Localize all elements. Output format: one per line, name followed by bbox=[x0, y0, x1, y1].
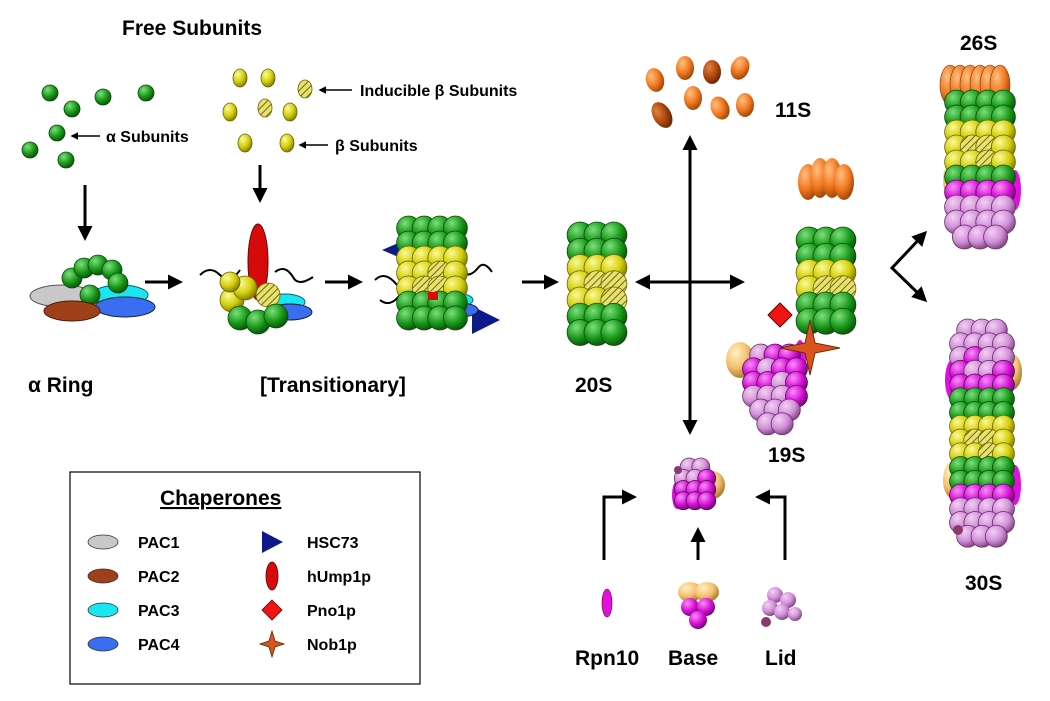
arrow-rpn10 bbox=[602, 489, 637, 560]
26s-proteasome bbox=[939, 64, 1021, 250]
legend-tall-ellipse-icon bbox=[265, 561, 279, 591]
legend-diamond-icon bbox=[261, 599, 283, 621]
beta-subunits-label: β Subunits bbox=[335, 138, 418, 155]
legend-ellipse-icon bbox=[87, 568, 119, 584]
alpha-ring-label: α Ring bbox=[28, 374, 93, 397]
30s-label: 30S bbox=[965, 572, 1002, 595]
base-label: Base bbox=[668, 647, 718, 670]
11s-subunits bbox=[645, 56, 754, 128]
legend-label: HSC73 bbox=[307, 535, 359, 552]
legend-label: PAC2 bbox=[138, 569, 180, 586]
30s-proteasome bbox=[943, 318, 1022, 548]
11s-cap bbox=[798, 158, 854, 200]
legend-item-hsc73: HSC73 bbox=[262, 531, 359, 553]
legend-ellipse-icon bbox=[87, 534, 119, 550]
legend-label: Pno1p bbox=[307, 603, 356, 620]
legend-title: Chaperones bbox=[160, 487, 281, 510]
26s-label: 26S bbox=[960, 32, 997, 55]
20s-label: 20S bbox=[575, 374, 612, 397]
lid-label: Lid bbox=[765, 647, 797, 670]
legend-label: hUmp1p bbox=[307, 569, 371, 586]
legend-label: PAC3 bbox=[138, 603, 180, 620]
19s-assembled bbox=[672, 457, 725, 511]
legend-item-pac4: PAC4 bbox=[87, 636, 180, 654]
arrow-split bbox=[889, 230, 928, 303]
free-beta-subunits bbox=[222, 68, 352, 153]
transitional-complex-1 bbox=[199, 223, 314, 335]
transitionary-label: [Transitionary] bbox=[260, 374, 406, 397]
legend-item-pac1: PAC1 bbox=[87, 534, 180, 552]
legend-item-pno1p: Pno1p bbox=[261, 599, 356, 621]
legend-ellipse-icon bbox=[87, 602, 119, 618]
19s-cluster bbox=[742, 343, 808, 436]
legend-star-icon bbox=[258, 629, 286, 659]
legend-triangle-icon bbox=[262, 531, 283, 553]
pno1p-diamond bbox=[767, 302, 793, 328]
legend-label: PAC4 bbox=[138, 637, 180, 654]
19s-label: 19S bbox=[768, 444, 805, 467]
legend-item-nob1p: Nob1p bbox=[258, 629, 357, 659]
arrow-lid bbox=[755, 489, 787, 560]
11s-label: 11S bbox=[775, 99, 811, 122]
free-alpha-subunits bbox=[21, 84, 155, 169]
legend-label: Nob1p bbox=[307, 637, 357, 654]
legend-ellipse-icon bbox=[87, 636, 119, 652]
legend-label: PAC1 bbox=[138, 535, 180, 552]
rpn10-label: Rpn10 bbox=[575, 647, 639, 670]
transitional-complex-2 bbox=[374, 215, 500, 334]
legend-item-pac3: PAC3 bbox=[87, 602, 180, 620]
nob1p-star bbox=[779, 319, 841, 376]
legend-item-hump1p: hUmp1p bbox=[265, 561, 371, 591]
lid-icon bbox=[761, 587, 802, 627]
inducible-beta-label: Inducible β Subunits bbox=[360, 83, 517, 100]
20s-with-19s bbox=[795, 226, 857, 335]
free-subunits-title: Free Subunits bbox=[122, 17, 262, 40]
20s-proteasome bbox=[566, 221, 628, 346]
base-icon bbox=[678, 582, 719, 629]
rpn10-icon bbox=[601, 588, 613, 618]
legend-item-pac2: PAC2 bbox=[87, 568, 180, 586]
alpha-ring-complex bbox=[29, 254, 156, 322]
alpha-subunits-label: α Subunits bbox=[106, 129, 189, 146]
